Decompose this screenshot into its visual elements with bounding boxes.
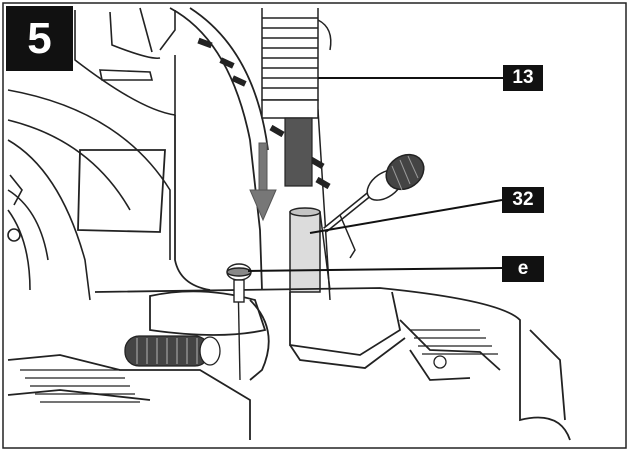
callout-e: e: [502, 256, 544, 282]
base-console: [7, 287, 571, 441]
leader-e: [247, 267, 503, 272]
callout-32: 32: [502, 187, 544, 213]
top-grille: [74, 7, 176, 116]
receiving-tube: [289, 207, 331, 293]
joystick-lever: [323, 153, 425, 259]
leader-lines: [247, 77, 503, 272]
right-footrest: [410, 329, 498, 369]
down-arrow: [249, 142, 277, 222]
inner-rod: [284, 117, 313, 187]
pedal-grip: [124, 335, 221, 367]
leader-32: [309, 199, 503, 234]
left-footrest: [20, 369, 140, 403]
locking-pin: [226, 263, 252, 381]
callout-13: 13: [503, 65, 543, 91]
step-number-badge: 5: [6, 6, 73, 71]
main-body: [77, 7, 269, 291]
